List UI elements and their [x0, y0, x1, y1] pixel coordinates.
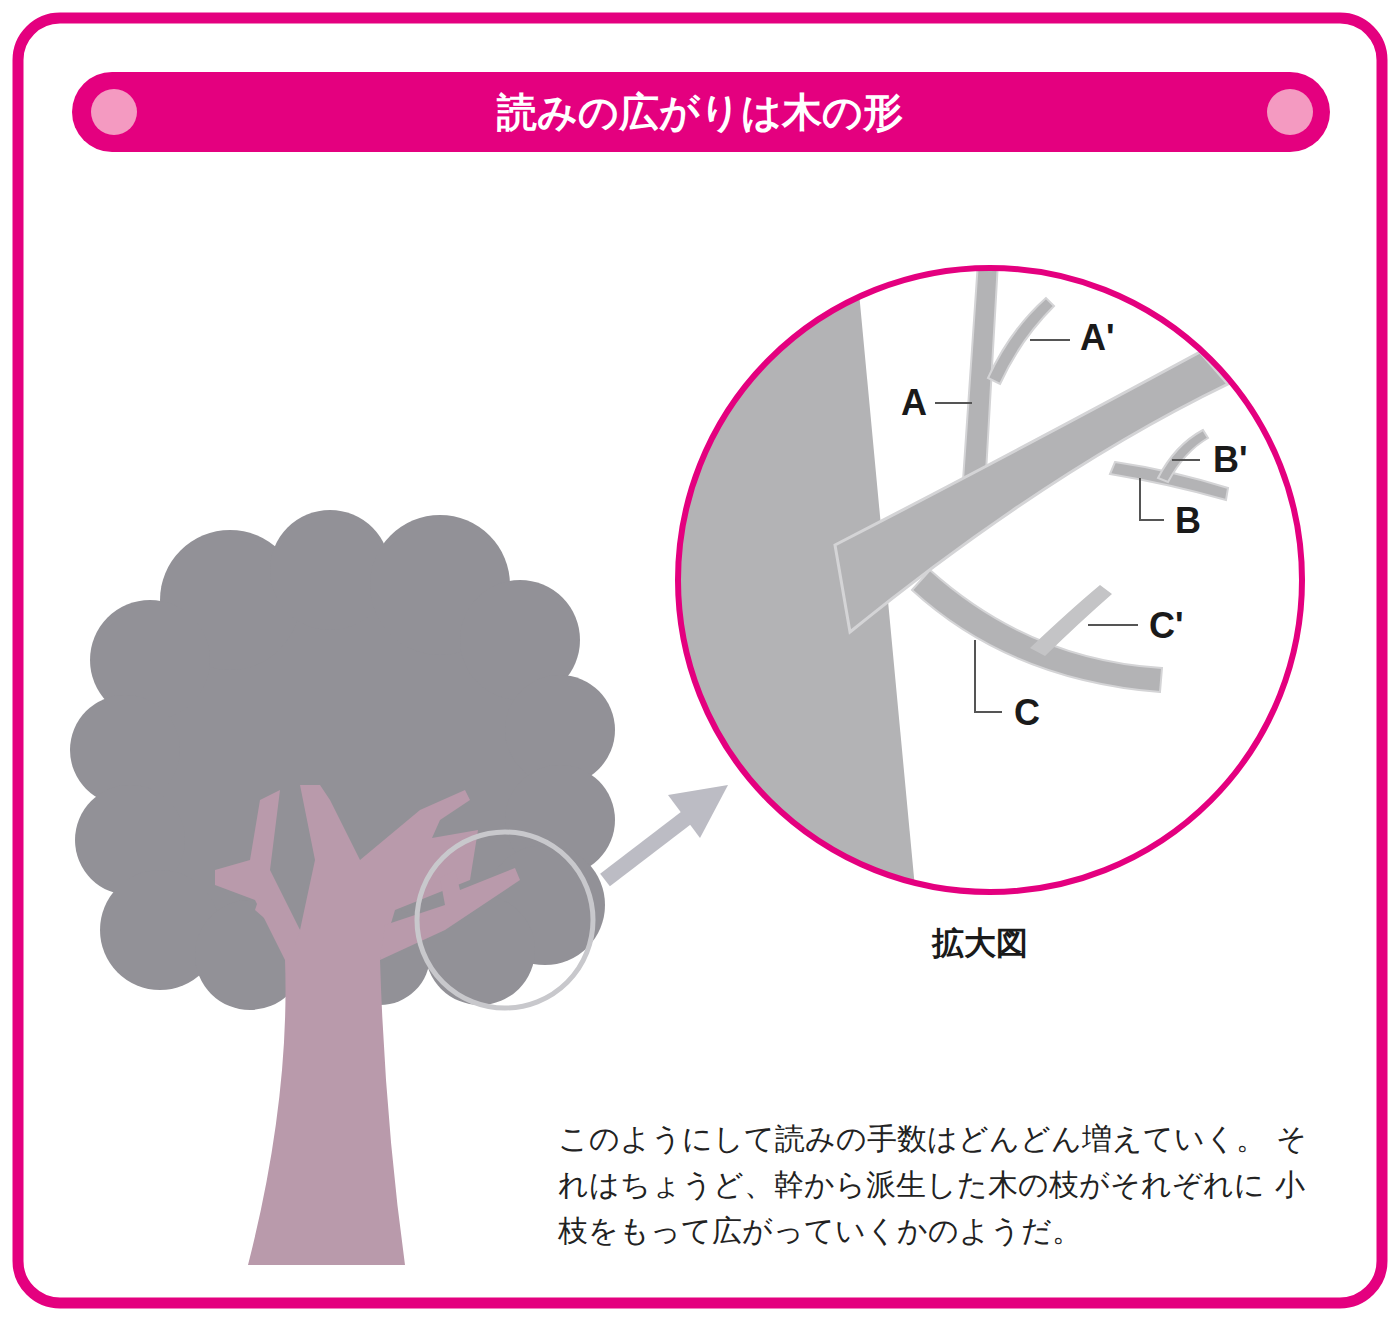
- part-label: B: [1175, 500, 1201, 542]
- title-band: [72, 72, 1330, 152]
- part-label: A: [901, 382, 927, 424]
- part-label: A': [1080, 317, 1115, 359]
- part-label: C: [1014, 692, 1040, 734]
- band-dot: [1267, 89, 1313, 135]
- leader-lines: [935, 340, 1200, 712]
- tree-trunk: [215, 785, 520, 1265]
- zoom-label: 拡大図: [932, 922, 1028, 966]
- band-dot: [91, 89, 137, 135]
- caption-text: このようにして読みの手数はどんどん増えていく。 それはちょうど、幹から派生した木…: [558, 1116, 1314, 1254]
- outer-frame: [18, 18, 1382, 1303]
- highlight-circle: [417, 832, 593, 1008]
- zoom-branches: [600, 250, 1228, 920]
- title-text: 読みの広がりは木の形: [497, 85, 903, 140]
- zoom-circle: [678, 268, 1302, 892]
- part-label: B': [1213, 439, 1248, 481]
- part-label: C': [1149, 605, 1184, 647]
- zoom-arrow: [605, 785, 728, 880]
